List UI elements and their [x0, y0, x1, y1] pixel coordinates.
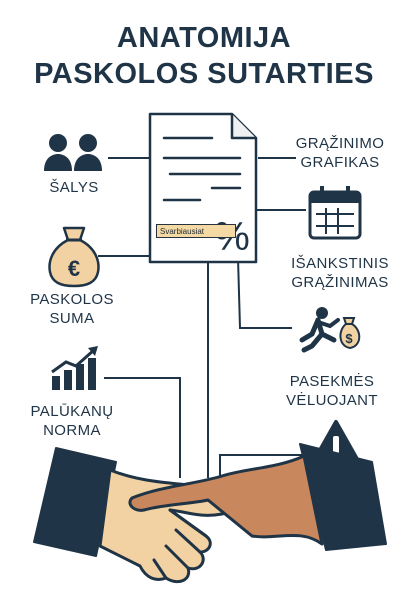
connector-warning	[219, 454, 312, 478]
title-line-1: ANATOMIJA	[116, 22, 292, 54]
label-grazinimo-grafikas-1: GRĄŽINIMO	[295, 135, 385, 152]
connector-pasekmes	[237, 257, 292, 329]
label-paskolos-suma-1: PASKOLOS	[30, 291, 114, 308]
label-salys: ŠALYS	[49, 179, 99, 196]
connector-palukanu-norma	[104, 377, 181, 478]
label-pasekmes-2: VĖLUOJANT	[286, 392, 378, 409]
people-icon	[44, 134, 102, 171]
euro-money-bag-icon: €	[48, 226, 100, 288]
running-man-money-icon: $	[299, 307, 361, 353]
growth-chart-icon	[51, 346, 98, 390]
handshake-icon	[33, 443, 387, 584]
document-badge: Svarbiausiat	[156, 224, 236, 238]
label-grazinimo-grafikas-2: GRAFIKAS	[300, 154, 380, 171]
label-palukanu-norma-1: PALŪKANŲ	[30, 403, 114, 420]
document-percent-icon: %	[148, 112, 258, 264]
label-isankstinis-2: GRĄŽINIMAS	[291, 274, 389, 291]
label-paskolos-suma-2: SUMA	[49, 310, 95, 327]
title-line-2: PASKOLOS SUTARTIES	[34, 58, 374, 90]
label-palukanu-norma-2: NORMA	[43, 422, 101, 439]
svg-text:$: $	[345, 331, 353, 346]
calendar-icon	[308, 186, 362, 240]
svg-text:€: €	[68, 256, 80, 281]
label-pasekmes-1: PASEKMĖS	[289, 373, 375, 390]
label-isankstinis-1: IŠANKSTINIS	[291, 255, 389, 272]
connector-lines	[98, 157, 312, 478]
